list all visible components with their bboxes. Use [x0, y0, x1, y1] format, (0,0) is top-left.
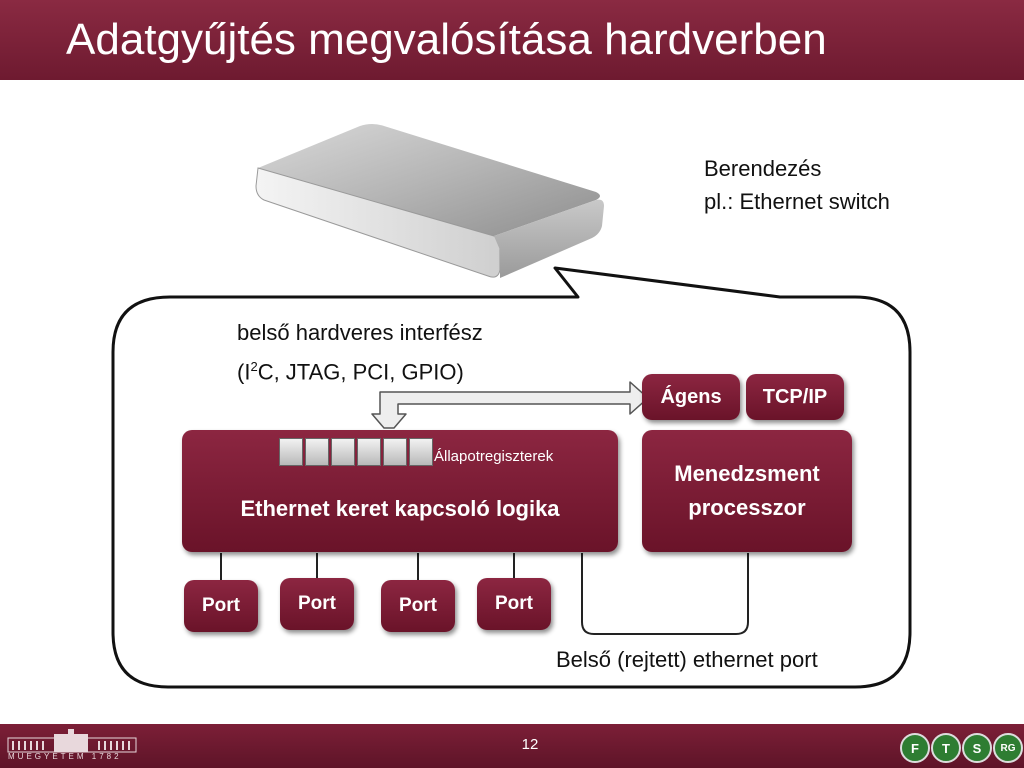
title-bar — [0, 0, 1024, 80]
page-number: 12 — [521, 736, 539, 753]
university-logo-text: MŰEGYETEM 1782 — [8, 752, 122, 761]
register-cell — [279, 438, 303, 466]
device-label-line2: pl.: Ethernet switch — [704, 189, 890, 214]
s-logo-icon: S — [962, 733, 992, 763]
register-cell — [409, 438, 433, 466]
port-lines — [220, 553, 749, 635]
interface-label-suffix: C, JTAG, PCI, GPIO) — [257, 359, 464, 385]
interface-label-line1: belső hardveres interfész — [237, 320, 483, 345]
management-label-line2: processzor — [688, 495, 806, 520]
register-cell — [305, 438, 329, 466]
callout-bubble — [111, 266, 912, 689]
rg-logo-icon: RG — [993, 733, 1023, 763]
interface-label-sup: 2 — [250, 359, 258, 374]
tcpip-box: TCP/IP — [746, 374, 844, 420]
interface-label-prefix: (I — [237, 359, 251, 385]
port-box-3: Port — [381, 580, 455, 632]
register-cell — [331, 438, 355, 466]
agent-box: Ágens — [642, 374, 740, 420]
port-box-2: Port — [280, 578, 354, 630]
port-box-1: Port — [184, 580, 258, 632]
f-logo-icon: F — [900, 733, 930, 763]
switch-logic-label: Ethernet keret kapcsoló logika — [240, 496, 560, 521]
management-label-line1: Menedzsment — [674, 461, 820, 486]
status-registers — [279, 438, 435, 468]
register-cell — [383, 438, 407, 466]
university-logo — [7, 729, 137, 753]
device-label-line1: Berendezés — [704, 156, 822, 181]
interface-arrow — [371, 381, 649, 429]
ethernet-switch-device — [255, 124, 604, 278]
registers-label: Állapotregiszterek — [434, 448, 554, 465]
slide-title: Adatgyűjtés megvalósítása hardverben — [66, 15, 827, 64]
register-cell — [357, 438, 381, 466]
internal-port-label: Belső (rejtett) ethernet port — [556, 647, 818, 672]
interface-label-line2: (I2C, JTAG, PCI, GPIO) — [237, 353, 464, 386]
footer-bar — [0, 724, 1024, 768]
management-processor-box: Menedzsment processzor — [642, 430, 852, 552]
t-logo-icon: T — [931, 733, 961, 763]
port-box-4: Port — [477, 578, 551, 630]
